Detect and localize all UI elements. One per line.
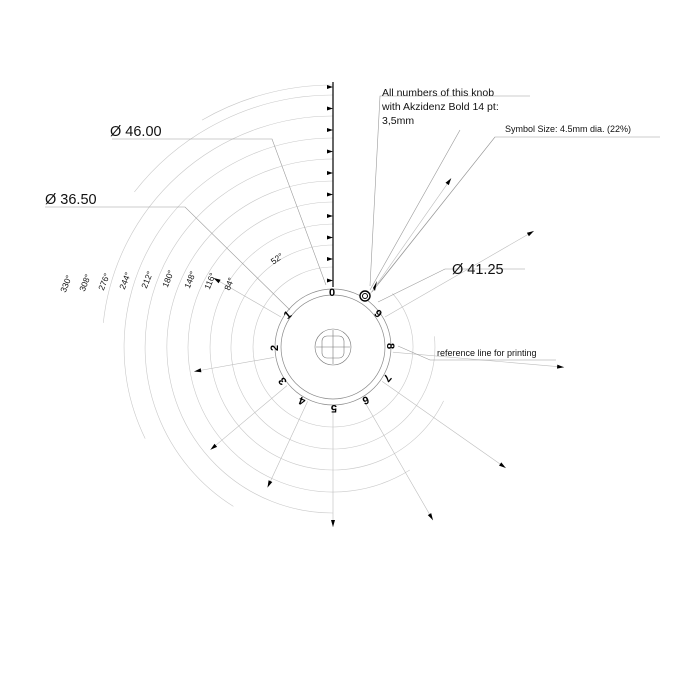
diameter-label-36-5: Ø 36.50: [45, 192, 97, 208]
knob-number-1: 1: [282, 309, 294, 322]
spoke-line-3: [381, 381, 506, 469]
knob-outer-ring: [274, 288, 392, 406]
pointer-mark-icon: [373, 281, 377, 291]
knob-number-0: 0: [329, 287, 335, 299]
knob-number-2: 2: [269, 345, 281, 351]
guide-arc-2: [209, 223, 444, 471]
angle-label-180: 180°: [160, 269, 176, 289]
tick-arrow-icon-5: [327, 192, 333, 197]
guide-arcs: [103, 84, 444, 514]
spoke-arrow-icon-7: [210, 443, 218, 450]
knob-number-8: 8: [384, 343, 396, 349]
reference-line-note: reference line for printing: [437, 348, 537, 358]
tick-arrow-icon-1: [327, 106, 333, 111]
guide-arc-5: [144, 158, 333, 507]
angle-label-330: 330°: [58, 274, 74, 294]
guide-arc-9: [201, 84, 333, 121]
spoke-line-1: [384, 230, 535, 318]
knob-number-7: 7: [380, 371, 393, 383]
guide-arc-8: [134, 94, 333, 193]
knob-number-5: 5: [331, 402, 337, 414]
angle-labels: 52° 84° 116° 148° 180° 212° 244° 276° 30…: [58, 251, 285, 294]
tick-arrow-icon-4: [327, 171, 333, 175]
diameter-label-46: Ø 46.00: [110, 124, 162, 140]
tick-arrow-icon-3: [327, 149, 333, 154]
angle-label-244: 244°: [117, 271, 133, 291]
knob-mid-ring: [280, 294, 386, 400]
leader-d365: [45, 206, 291, 311]
spoke-arrow-icon-9: [213, 278, 221, 284]
spoke-line-7: [210, 385, 288, 451]
tick-arrow-icon-0: [327, 85, 333, 89]
font-note-line1: All numbers of this knob: [382, 87, 494, 99]
leader-symbol-size-c: [369, 129, 461, 291]
leader-symbol-size: [377, 136, 660, 285]
font-note-line2: with Akzidenz Bold 14 pt:: [381, 101, 499, 113]
guide-arc-7: [103, 115, 333, 323]
spoke-arrow-icon-2: [557, 364, 565, 369]
knob-number-9: 9: [371, 308, 383, 321]
spoke-line-8: [194, 357, 274, 372]
leader-d4125: [377, 268, 525, 303]
spoke-arrow-icon-6: [267, 480, 273, 488]
tick-arrow-icon-9: [327, 278, 333, 283]
spoke-arrow-icon-4: [427, 513, 433, 521]
spoke-line-6: [267, 401, 308, 488]
angle-label-84: 84°: [222, 276, 236, 292]
symbol-size-note: Symbol Size: 4.5mm dia. (22%): [505, 124, 631, 134]
leader-lines: [45, 95, 660, 361]
vertical-tick-stack: [327, 82, 334, 287]
tick-arrow-icon-6: [327, 214, 333, 218]
angle-label-116: 116°: [202, 271, 218, 290]
guide-arc-3: [187, 201, 410, 493]
knob-body: [274, 281, 392, 406]
power-symbol-inner: [362, 293, 368, 299]
guide-arc-1: [230, 244, 436, 450]
diameter-label-41-25: Ø 41.25: [452, 262, 504, 278]
tick-arrow-icon-7: [327, 235, 333, 240]
spoke-arrow-icon-0: [445, 178, 452, 186]
radial-spokes: [194, 178, 565, 527]
knob-number-4: 4: [296, 393, 307, 407]
leader-d46: [112, 138, 327, 286]
leader-reference: [397, 345, 556, 361]
power-symbol-icon: [359, 290, 371, 302]
spoke-arrow-icon-5: [331, 520, 335, 527]
spoke-arrow-icon-1: [526, 231, 534, 237]
knob-numbers: 0 1 2 3 4 5 6 7 8 9: [269, 287, 396, 414]
angle-label-308: 308°: [77, 273, 93, 293]
guide-arc-6: [123, 137, 333, 439]
spoke-arrow-icon-8: [194, 368, 202, 373]
font-note-line3: 3,5mm: [382, 115, 414, 127]
spoke-line-9: [213, 277, 282, 318]
leader-symbol-size-b: [371, 136, 496, 293]
guide-arc-4: [166, 180, 334, 514]
spoke-arrow-icon-3: [499, 462, 506, 468]
guide-arc-0: [252, 266, 414, 428]
angle-label-212: 212°: [139, 270, 155, 290]
spoke-line-4: [362, 398, 434, 521]
spoke-line-0: [367, 178, 452, 299]
leader-font-note: [369, 95, 530, 287]
knob-number-6: 6: [361, 393, 371, 406]
knob-hub: [314, 328, 352, 366]
angle-label-52: 52°: [269, 251, 285, 267]
tick-arrow-icon-8: [327, 257, 333, 261]
tick-arrow-icon-2: [327, 128, 333, 132]
